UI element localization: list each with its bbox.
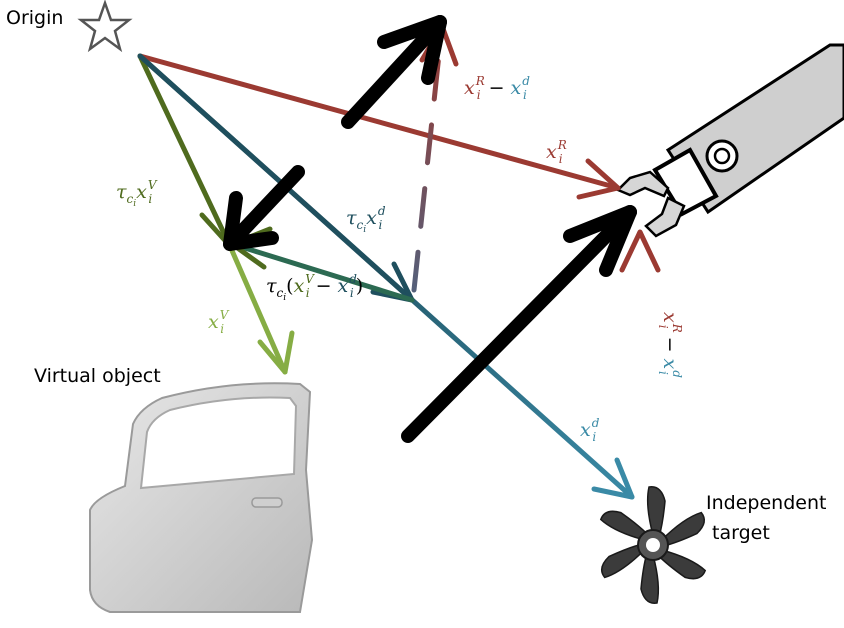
vector-xV [227, 243, 295, 375]
xR-minus-xd-right-label: xRi−xdi [656, 312, 684, 378]
independent-target-label-line1: Independent [706, 492, 826, 514]
black-arrow-left [223, 165, 305, 251]
origin-label: Origin [6, 7, 63, 29]
star-outline-icon [77, 0, 133, 53]
independent-target-label-line2: target [712, 522, 770, 544]
vector-tau-xV [137, 53, 235, 249]
virtual-object-label: Virtual object [34, 365, 161, 387]
vector-xR-minus-xd-right [619, 229, 661, 501]
vector-xR [137, 53, 621, 200]
black-arrow-top [341, 15, 447, 129]
svg-text:xRi−xdi: xRi−xdi [656, 312, 684, 378]
fan-blades-image [599, 486, 707, 604]
black-arrow-right [401, 205, 637, 443]
car-door-image [89, 382, 314, 613]
robot-arm-gripper-icon [615, 43, 844, 238]
